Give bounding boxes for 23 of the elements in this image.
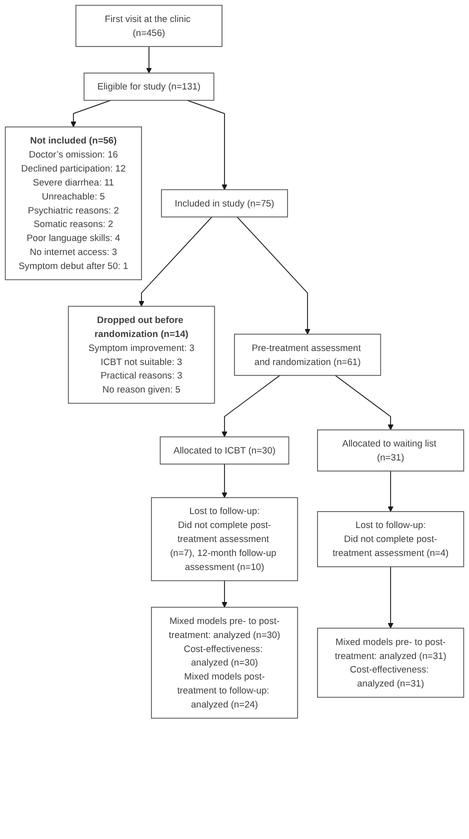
arrow bbox=[70, 100, 112, 128]
node-box: Not included (n=56) Doctor’s omission: 16 Declined participation: 12 Severe diarrhea: 11 Unreachable: 5 Psychiatric reasons: 2 Somatic reasons: 2 Poor language skills: 4 No internet access: 3 Symptom debut after 50: 1 bbox=[4, 126, 142, 280]
node-box: Dropped out before randomization (n=14) Symptom improvement: 3 ICBT not suitable: 3 Practical reasons: 3 No reason given: 5 bbox=[68, 306, 215, 404]
node-box: Pre-treatment assessment and randomization (n=61) bbox=[234, 334, 382, 376]
node-box: Mixed models pre- to post-treatment: analyzed (n=30) Cost-effectiveness: analyzed (n=30) Mixed models post-treatment to follow-up: analyzed (n=24) bbox=[150, 606, 298, 719]
arrow bbox=[222, 464, 228, 498]
node-box: Lost to follow-up: Did not complete post-treatment assessment (n=4) bbox=[317, 511, 464, 568]
node-box: Mixed models pre- to post-treatment: analyzed (n=31) Cost-effectiveness: analyzed (n=31) bbox=[317, 628, 464, 698]
arrow bbox=[186, 100, 228, 190]
node-box: First visit at the clinic (n=456) bbox=[75, 4, 222, 47]
node-box: Allocated to ICBT (n=30) bbox=[160, 436, 290, 465]
arrow bbox=[222, 580, 228, 608]
arrow bbox=[138, 216, 212, 307]
arrow bbox=[388, 470, 394, 512]
node-box: Included in study (n=75) bbox=[161, 189, 288, 218]
arrow bbox=[334, 374, 394, 430]
arrow bbox=[146, 46, 152, 74]
arrow bbox=[222, 374, 280, 438]
node-box: Eligible for study (n=131) bbox=[84, 72, 214, 101]
node-box: Allocated to waiting list (n=31) bbox=[317, 429, 464, 472]
arrow bbox=[236, 216, 310, 334]
node-box: Lost to follow-up: Did not complete post-treatment assessment (n=7), 12-month follow-up assessment (n=10) bbox=[150, 497, 298, 582]
arrow bbox=[388, 566, 394, 628]
